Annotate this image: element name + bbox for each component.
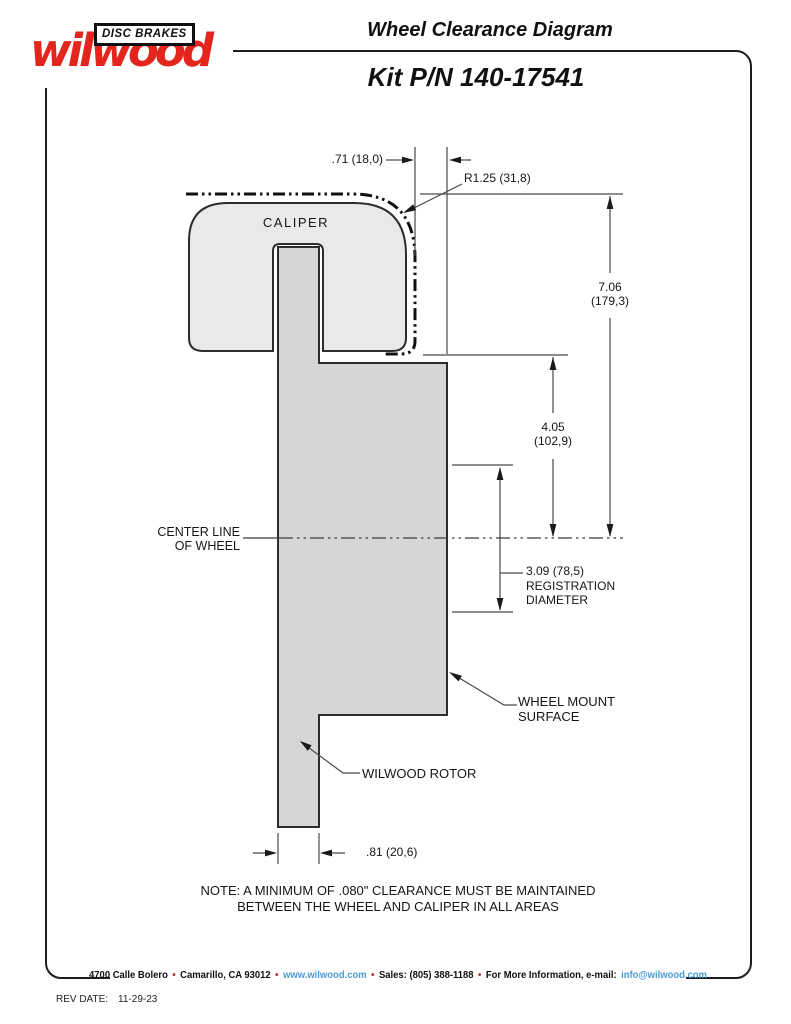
caliper-shape (188, 202, 407, 352)
revision-line: REV DATE: 11-29-23 (56, 994, 157, 1005)
footer-bullet: • (172, 969, 176, 981)
overall-height-mm: (179,3) (590, 294, 630, 308)
clearance-note-line1: NOTE: A MINIMUM OF .080" CLEARANCE MUST … (200, 883, 596, 898)
website-link[interactable]: www.wilwood.com (282, 969, 367, 981)
clearance-note-line2: BETWEEN THE WHEEL AND CALIPER IN ALL ARE… (237, 898, 559, 914)
mount-height-dimension: 4.05 (102,9) (520, 420, 586, 448)
wheel-mount-label-line1: WHEEL MOUNT (518, 694, 616, 709)
footer-info-label: For More Information, e-mail: (485, 969, 617, 981)
rev-date-label: REV DATE: (56, 994, 109, 1005)
radius-dimension: R1.25 (31,8) (464, 171, 531, 185)
dimension-arrowheads (265, 156, 614, 857)
center-line-label: CENTER LINE OF WHEEL (136, 525, 240, 553)
overall-height-in: 7.06 (598, 280, 622, 294)
rotor-width-dimension: .81 (20,6) (366, 845, 418, 859)
registration-diameter-dimension: 3.09 (78,5) REGISTRATION DIAMETER (526, 564, 615, 608)
rev-date-value: 11-29-23 (118, 994, 158, 1005)
kit-part-number: Kit P/N 140-17541 (367, 62, 585, 92)
rotor-label: WILWOOD ROTOR (362, 766, 477, 781)
wilwood-logo: wilwood DISC BRAKES (28, 20, 233, 88)
center-line-label-line2: OF WHEEL (174, 538, 240, 553)
registration-value: 3.09 (78,5) (526, 564, 585, 578)
footer-contact-bar: 4700 Calle Bolero • Camarillo, CA 93012 … (89, 965, 707, 985)
footer-city: Camarillo, CA 93012 (180, 969, 271, 981)
footer-sales-phone: Sales: (805) 388-1188 (378, 969, 474, 981)
disc-brakes-badge: DISC BRAKES (94, 23, 195, 46)
mount-height-in: 4.05 (541, 420, 565, 434)
clearance-phantom-line (186, 192, 417, 356)
center-line-label-line1: CENTER LINE (157, 525, 240, 539)
footer-address: 4700 Calle Bolero (89, 969, 168, 981)
email-link[interactable]: info@wilwood.com (621, 969, 707, 981)
wheel-mount-label-line2: SURFACE (518, 709, 580, 724)
clearance-note: NOTE: A MINIMUM OF .080" CLEARANCE MUST … (143, 883, 653, 914)
mount-height-mm: (102,9) (533, 434, 573, 448)
wheel-mount-surface-label: WHEEL MOUNT SURFACE (518, 694, 615, 724)
page-title: Wheel Clearance Diagram (367, 19, 613, 41)
registration-word: REGISTRATION (526, 578, 616, 593)
footer-bullet: • (275, 969, 279, 981)
diameter-word: DIAMETER (526, 593, 589, 607)
caliper-label: CALIPER (262, 215, 330, 230)
footer-bullet: • (371, 969, 375, 981)
overall-height-dimension: 7.06 (179,3) (577, 280, 643, 308)
offset-dimension: .71 (18,0) (331, 152, 383, 166)
footer-bullet: • (478, 969, 482, 981)
rotor-hat-shape (277, 246, 448, 828)
